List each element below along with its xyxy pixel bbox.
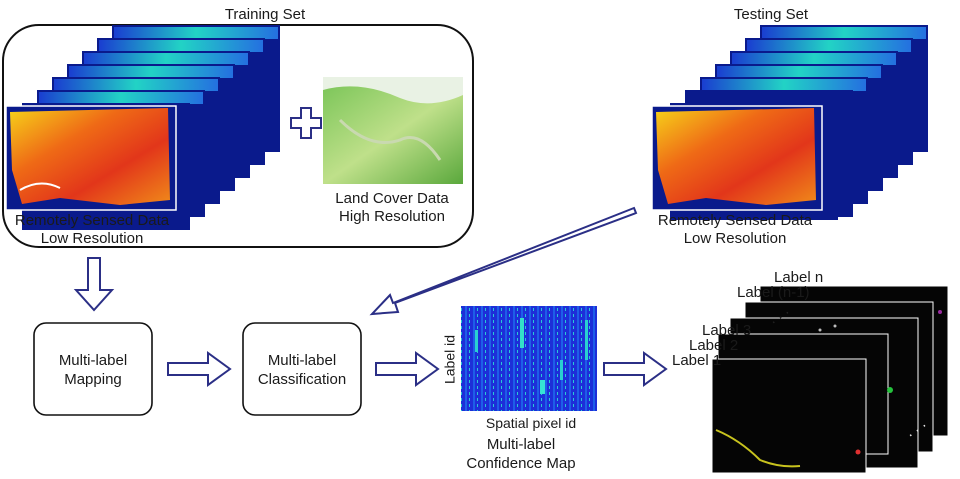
- confidence-map-caption-line2: Confidence Map: [466, 455, 576, 472]
- mapping-label-line1: Multi-label: [58, 352, 128, 369]
- label-3: Label 3: [702, 322, 752, 339]
- label-map-stack: [711, 285, 949, 474]
- landcover-label-line1: Land Cover Data: [335, 190, 449, 207]
- label-2: Label 2: [689, 337, 739, 354]
- landcover-label-line2: High Resolution: [339, 208, 445, 225]
- training-set-title: Training Set: [224, 6, 306, 23]
- plus-icon: [290, 107, 322, 139]
- land-cover-map: [323, 77, 463, 184]
- testing-set-title: Testing Set: [733, 6, 809, 23]
- classification-label-line2: Classification: [257, 371, 347, 388]
- label-n-minus-1: Label (n-1): [737, 284, 810, 301]
- mapping-label-line2: Mapping: [64, 371, 122, 388]
- mapping-box: [33, 322, 153, 416]
- confidence-map-image: [461, 306, 597, 411]
- arrow-right-icon: [603, 351, 668, 387]
- training-frame-stack: [5, 25, 280, 230]
- arrow-down-icon: [73, 257, 115, 312]
- arrow-diagonal-icon: [369, 206, 638, 316]
- classification-box: [242, 322, 362, 416]
- classification-label-line1: Multi-label: [267, 352, 337, 369]
- training-remote-label-line1: Remotely Sensed Data: [14, 212, 170, 229]
- training-remote-label-line2: Low Resolution: [40, 230, 144, 247]
- arrow-right-icon: [375, 351, 440, 387]
- arrow-right-icon: [167, 351, 232, 387]
- confidence-map-caption-line1: Multi-label: [486, 436, 556, 453]
- label-1: Label 1: [672, 352, 722, 369]
- confidence-map-xlabel: Spatial pixel id: [485, 415, 577, 431]
- testing-remote-label-line1: Remotely Sensed Data: [657, 212, 813, 229]
- testing-remote-label-line2: Low Resolution: [683, 230, 787, 247]
- label-n: Label n: [774, 269, 824, 286]
- testing-frame-stack: [651, 25, 928, 220]
- confidence-map-ylabel: Label id: [441, 334, 458, 385]
